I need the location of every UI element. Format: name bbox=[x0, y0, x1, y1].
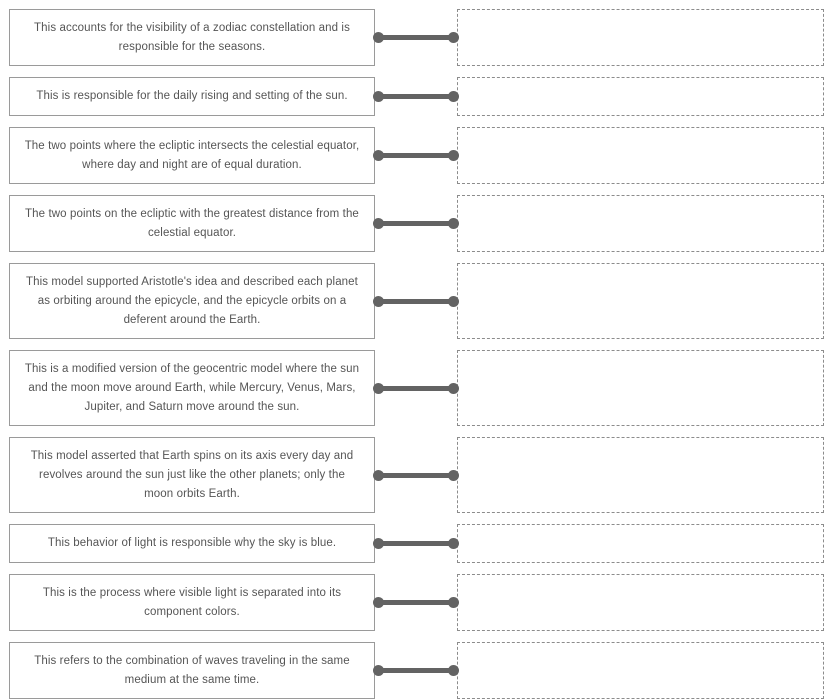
prompt-text: This is a modified version of the geocen… bbox=[24, 362, 360, 413]
prompt-card-1[interactable]: This accounts for the visibility of a zo… bbox=[9, 9, 375, 66]
match-row: This is a modified version of the geocen… bbox=[0, 350, 835, 426]
connector-bar-icon bbox=[377, 153, 455, 158]
match-row: This model supported Aristotle's idea an… bbox=[0, 263, 835, 339]
connector-dot-right-icon bbox=[448, 91, 459, 102]
prompt-text: This is responsible for the daily rising… bbox=[36, 90, 348, 102]
prompt-card-4[interactable]: The two points on the ecliptic with the … bbox=[9, 195, 375, 252]
connector-bar-icon bbox=[377, 94, 455, 99]
connector-bar-icon bbox=[377, 541, 455, 546]
prompt-card-7[interactable]: This model asserted that Earth spins on … bbox=[9, 437, 375, 513]
prompt-text: This refers to the combination of waves … bbox=[34, 654, 350, 686]
connector-line-icon bbox=[373, 437, 459, 513]
drop-zone-4[interactable] bbox=[457, 195, 824, 252]
connector-dot-right-icon bbox=[448, 665, 459, 676]
connector-bar-icon bbox=[377, 385, 455, 391]
prompt-text: This is the process where visible light … bbox=[42, 586, 342, 618]
connector-line-icon bbox=[373, 263, 459, 339]
drop-zone-1[interactable] bbox=[457, 9, 824, 66]
connector-line-icon bbox=[373, 574, 459, 631]
match-row: The two points where the ecliptic inters… bbox=[0, 127, 835, 184]
drop-zone-7[interactable] bbox=[457, 437, 824, 513]
prompt-card-5[interactable]: This model supported Aristotle's idea an… bbox=[9, 263, 375, 339]
connector-line-icon bbox=[373, 350, 459, 426]
connector-line-icon bbox=[373, 642, 459, 699]
connector-bar-icon bbox=[377, 35, 455, 40]
connector-dot-right-icon bbox=[448, 150, 459, 161]
match-row: This is the process where visible light … bbox=[0, 574, 835, 631]
prompt-card-8[interactable]: This behavior of light is responsible wh… bbox=[9, 524, 375, 563]
connector-line-icon bbox=[373, 195, 459, 252]
prompt-card-9[interactable]: This is the process where visible light … bbox=[9, 574, 375, 631]
prompt-text: The two points where the ecliptic inters… bbox=[24, 139, 360, 171]
connector-bar-icon bbox=[377, 668, 455, 673]
match-row: This behavior of light is responsible wh… bbox=[0, 524, 835, 563]
drop-zone-2[interactable] bbox=[457, 77, 824, 116]
drop-zone-3[interactable] bbox=[457, 127, 824, 184]
prompt-card-6[interactable]: This is a modified version of the geocen… bbox=[9, 350, 375, 426]
prompt-card-10[interactable]: This refers to the combination of waves … bbox=[9, 642, 375, 699]
drop-zone-6[interactable] bbox=[457, 350, 824, 426]
prompt-text: This behavior of light is responsible wh… bbox=[47, 537, 337, 549]
connector-dot-right-icon bbox=[448, 218, 459, 229]
prompt-text: This model asserted that Earth spins on … bbox=[30, 449, 354, 500]
connector-dot-right-icon bbox=[448, 295, 459, 307]
connector-bar-icon bbox=[377, 600, 455, 605]
connector-line-icon bbox=[373, 77, 459, 116]
match-row: This refers to the combination of waves … bbox=[0, 642, 835, 699]
connector-bar-icon bbox=[377, 298, 455, 304]
connector-dot-right-icon bbox=[448, 382, 459, 394]
drop-zone-9[interactable] bbox=[457, 574, 824, 631]
connector-line-icon bbox=[373, 127, 459, 184]
connector-line-icon bbox=[373, 9, 459, 66]
match-row: This accounts for the visibility of a zo… bbox=[0, 9, 835, 66]
drop-zone-5[interactable] bbox=[457, 263, 824, 339]
connector-dot-right-icon bbox=[448, 597, 459, 608]
connector-line-icon bbox=[373, 524, 459, 563]
drop-zone-10[interactable] bbox=[457, 642, 824, 699]
prompt-card-2[interactable]: This is responsible for the daily rising… bbox=[9, 77, 375, 116]
prompt-text: The two points on the ecliptic with the … bbox=[25, 207, 359, 239]
connector-bar-icon bbox=[377, 472, 455, 478]
prompt-card-3[interactable]: The two points where the ecliptic inters… bbox=[9, 127, 375, 184]
prompt-text: This model supported Aristotle's idea an… bbox=[26, 275, 358, 326]
connector-dot-right-icon bbox=[448, 469, 459, 481]
connector-dot-right-icon bbox=[448, 538, 459, 549]
drop-zone-8[interactable] bbox=[457, 524, 824, 563]
match-row: The two points on the ecliptic with the … bbox=[0, 195, 835, 252]
prompt-text: This accounts for the visibility of a zo… bbox=[34, 21, 350, 53]
connector-dot-right-icon bbox=[448, 32, 459, 43]
match-row: This is responsible for the daily rising… bbox=[0, 77, 835, 116]
match-row: This model asserted that Earth spins on … bbox=[0, 437, 835, 513]
connector-bar-icon bbox=[377, 221, 455, 226]
